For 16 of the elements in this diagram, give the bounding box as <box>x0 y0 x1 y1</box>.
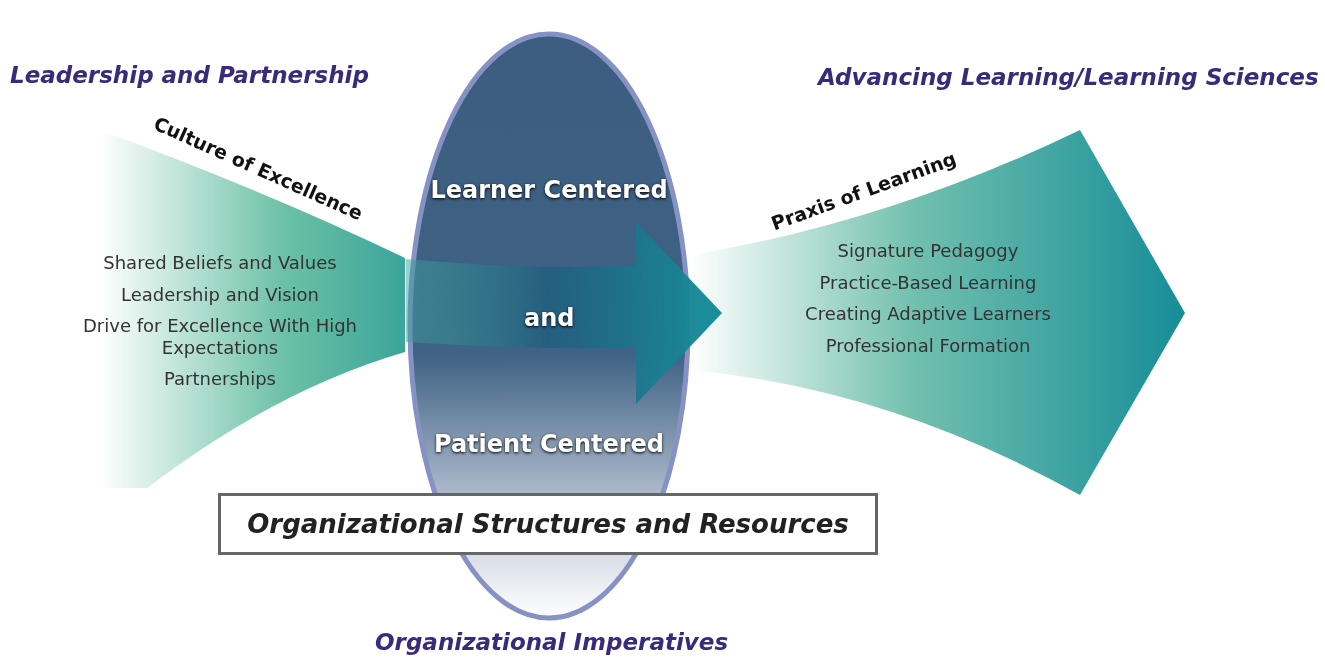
ellipse-label: Learner Centered <box>429 175 669 206</box>
list-item: Partnerships <box>164 368 276 390</box>
list-item: Creating Adaptive Learners <box>805 303 1051 325</box>
list-item: Practice-Based Learning <box>819 271 1037 294</box>
list-item: Professional Formation <box>825 334 1031 357</box>
list-item: Drive for Excellence With High Expectations <box>82 315 358 359</box>
banner-box <box>218 493 878 555</box>
list-item: Shared Beliefs and Values <box>103 252 337 274</box>
heading: Advancing Learning/Learning Sciences <box>818 63 1319 92</box>
ellipse-label: Patient Centered <box>432 429 666 460</box>
banner-text: Organizational Structures and Resources <box>247 507 849 541</box>
heading: Leadership and Partnership <box>10 61 369 90</box>
ellipse-label: and <box>524 303 575 334</box>
list-item: Signature Pedagogy <box>837 240 1019 262</box>
list-item: Leadership and Vision <box>121 283 319 306</box>
heading: Organizational Imperatives <box>375 628 729 657</box>
